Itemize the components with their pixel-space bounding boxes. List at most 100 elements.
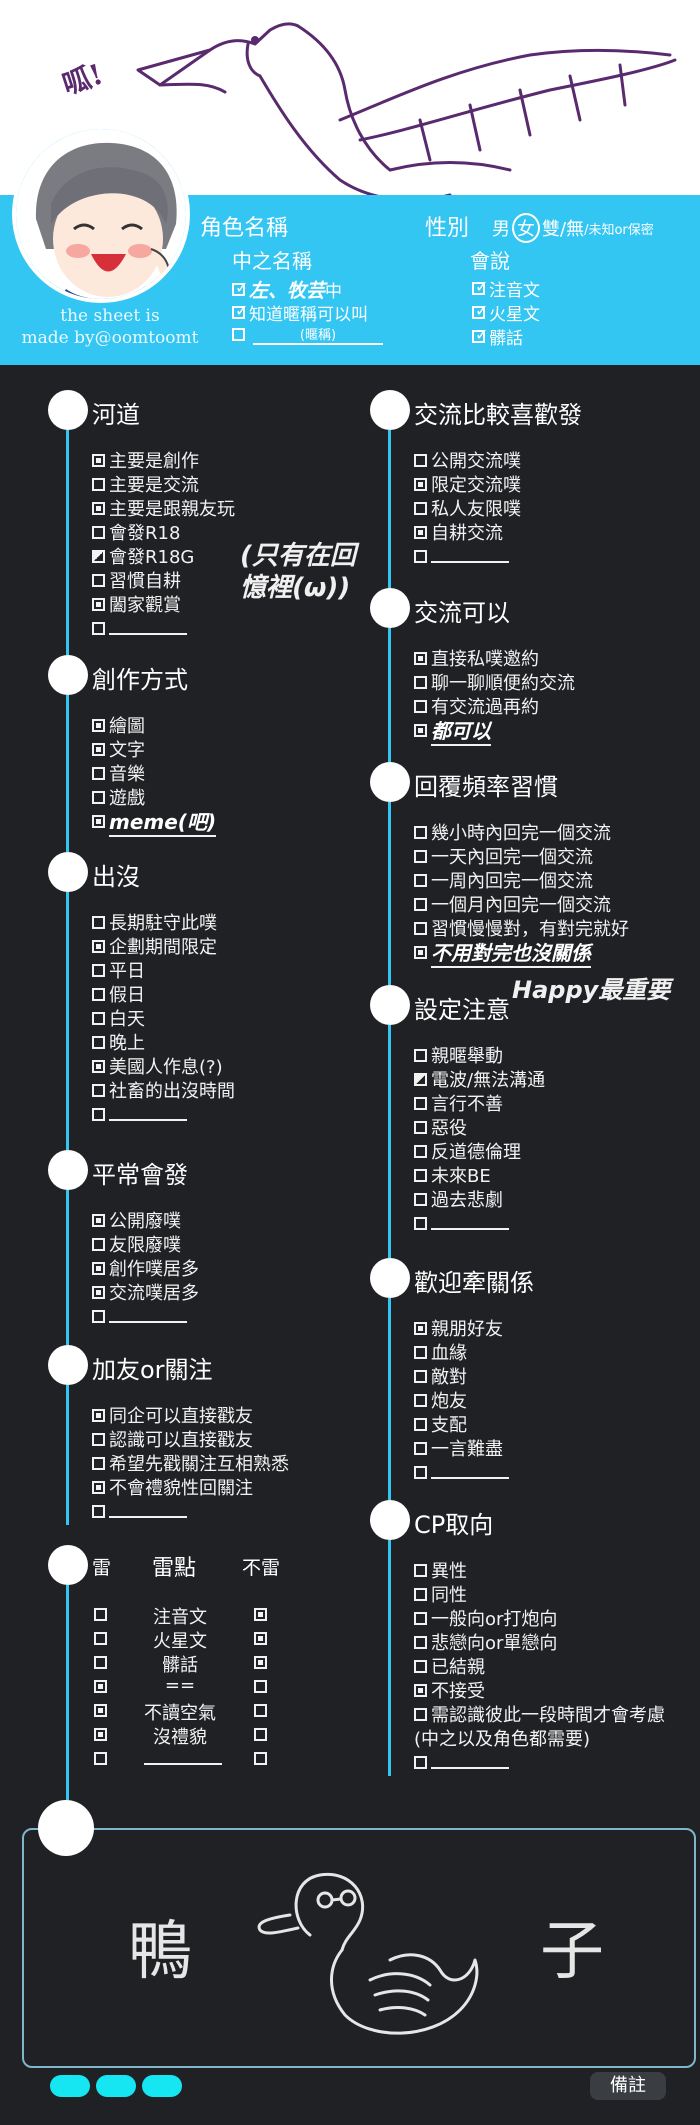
checklist-item[interactable]: 一個月內回完一個交流	[414, 892, 611, 916]
thunder-checkbox-right[interactable]	[254, 1704, 267, 1717]
gender-female-selected[interactable]: 女	[512, 213, 540, 243]
checklist-item[interactable]: 悲戀向or單戀向	[414, 1630, 557, 1654]
checklist-item[interactable]: 企劃期間限定	[92, 934, 217, 958]
blank-line[interactable]	[109, 1504, 187, 1518]
checklist-item[interactable]: 交流噗居多	[92, 1280, 199, 1304]
checklist-item[interactable]: 習慣自耕	[92, 568, 181, 592]
checklist-item[interactable]: 不接受	[414, 1678, 485, 1702]
lang-row-1[interactable]: 火星文	[472, 300, 540, 325]
checkbox[interactable]	[414, 525, 427, 539]
checkbox[interactable]	[92, 1408, 105, 1422]
checkbox[interactable]	[414, 699, 427, 713]
thunder-checkbox-right[interactable]	[254, 1680, 267, 1693]
checklist-item[interactable]: 公開交流噗	[414, 448, 521, 472]
checkbox[interactable]	[92, 549, 105, 563]
checklist-item[interactable]: 未來BE	[414, 1163, 491, 1187]
checkbox[interactable]	[92, 939, 105, 953]
checkbox[interactable]	[414, 501, 427, 515]
blank-line[interactable]	[431, 1465, 509, 1479]
checkbox[interactable]	[414, 1321, 427, 1335]
checkbox[interactable]	[92, 1035, 105, 1049]
lang-checkbox[interactable]	[472, 325, 488, 344]
checkbox[interactable]	[92, 1432, 105, 1446]
checklist-item[interactable]: 一周內回完一個交流	[414, 868, 593, 892]
checkbox[interactable]	[414, 1120, 427, 1134]
checkbox[interactable]	[92, 525, 105, 539]
checklist-item[interactable]: 同企可以直接戳友	[92, 1403, 253, 1427]
blank-line[interactable]	[109, 1309, 187, 1323]
gender-unknown[interactable]: /未知or保密	[584, 222, 654, 238]
gender-none[interactable]: /無	[560, 219, 585, 240]
checkbox[interactable]	[92, 573, 105, 587]
thunder-checkbox-left[interactable]	[94, 1680, 107, 1693]
checkbox[interactable]	[92, 1309, 105, 1323]
checkbox[interactable]	[414, 1659, 427, 1673]
checklist-item[interactable]: 平日	[92, 958, 145, 982]
thunder-checkbox-left[interactable]	[94, 1632, 107, 1645]
checklist-item[interactable]: 都可以	[414, 718, 491, 746]
checkbox[interactable]	[414, 477, 427, 491]
checklist-item[interactable]: 過去悲劇	[414, 1187, 503, 1211]
checkbox[interactable]	[92, 1213, 105, 1227]
checklist-item[interactable]: 美國人作息(?)	[92, 1054, 223, 1078]
checklist-item[interactable]: 言行不善	[414, 1091, 503, 1115]
blank-line[interactable]	[109, 621, 187, 635]
checklist-item[interactable]	[414, 1750, 509, 1774]
checkbox[interactable]	[414, 453, 427, 467]
checklist-item[interactable]	[92, 1304, 187, 1328]
checklist-item[interactable]: 已結親	[414, 1654, 485, 1678]
gender-male[interactable]: 男	[492, 219, 510, 240]
checkbox[interactable]	[414, 1192, 427, 1206]
checkbox[interactable]	[414, 1587, 427, 1601]
checklist-item[interactable]: 電波/無法溝通	[414, 1067, 545, 1091]
checkbox[interactable]	[414, 1096, 427, 1110]
tab-pill-3[interactable]	[142, 2075, 182, 2097]
checklist-item[interactable]	[92, 1102, 187, 1126]
nick-know-checkbox[interactable]	[232, 301, 248, 320]
checklist-item[interactable]: 血緣	[414, 1340, 467, 1364]
nick-row-2[interactable]: 知道暱稱可以叫	[232, 300, 368, 325]
checklist-item[interactable]: 認識可以直接戳友	[92, 1427, 253, 1451]
gender-both[interactable]: 雙	[542, 219, 560, 240]
blank-line[interactable]	[144, 1751, 222, 1765]
checkbox[interactable]	[414, 1144, 427, 1158]
checklist-item[interactable]: 親暱舉動	[414, 1043, 503, 1067]
checkbox[interactable]	[92, 915, 105, 929]
checklist-item[interactable]: 炮友	[414, 1388, 467, 1412]
thunder-checkbox-left[interactable]	[94, 1752, 107, 1765]
checklist-item[interactable]: 遊戲	[92, 785, 145, 809]
checklist-item[interactable]: 聊一聊順便約交流	[414, 670, 575, 694]
checkbox[interactable]	[92, 1011, 105, 1025]
checkbox[interactable]	[414, 1048, 427, 1062]
lang-row-0[interactable]: 注音文	[472, 276, 540, 301]
checkbox[interactable]	[92, 790, 105, 804]
checkbox[interactable]	[92, 1237, 105, 1251]
thunder-checkbox-left[interactable]	[94, 1656, 107, 1669]
checklist-item[interactable]: 白天	[92, 1006, 145, 1030]
checklist-item[interactable]: meme(吧)	[92, 809, 217, 837]
checkbox[interactable]	[414, 549, 427, 563]
checklist-item[interactable]: 希望先戳關注互相熟悉	[92, 1451, 289, 1475]
nick-row-3[interactable]: (暱稱)	[232, 324, 383, 345]
thunder-checkbox-right[interactable]	[254, 1632, 267, 1645]
thunder-checkbox-right[interactable]	[254, 1728, 267, 1741]
nick-checkbox[interactable]	[232, 278, 248, 297]
checkbox[interactable]	[92, 1083, 105, 1097]
checkbox[interactable]	[92, 1107, 105, 1121]
checkbox[interactable]	[414, 1635, 427, 1649]
checklist-item[interactable]: 音樂	[92, 761, 145, 785]
checklist-item[interactable]: 會發R18G	[92, 544, 194, 568]
checkbox[interactable]	[414, 1216, 427, 1230]
thunder-checkbox-left[interactable]	[94, 1608, 107, 1621]
checklist-item[interactable]: 敵對	[414, 1364, 467, 1388]
checkbox[interactable]	[414, 825, 427, 839]
checklist-item[interactable]: 假日	[92, 982, 145, 1006]
checkbox[interactable]	[414, 1417, 427, 1431]
checklist-item[interactable]: 習慣慢慢對，有對完就好	[414, 916, 629, 940]
checklist-item[interactable]: 直接私噗邀約	[414, 646, 539, 670]
blank-line[interactable]	[431, 1216, 509, 1230]
lang-row-2[interactable]: 髒話	[472, 324, 523, 349]
checkbox[interactable]	[414, 897, 427, 911]
checkbox[interactable]	[92, 742, 105, 756]
thunder-checkbox-left[interactable]	[94, 1728, 107, 1741]
